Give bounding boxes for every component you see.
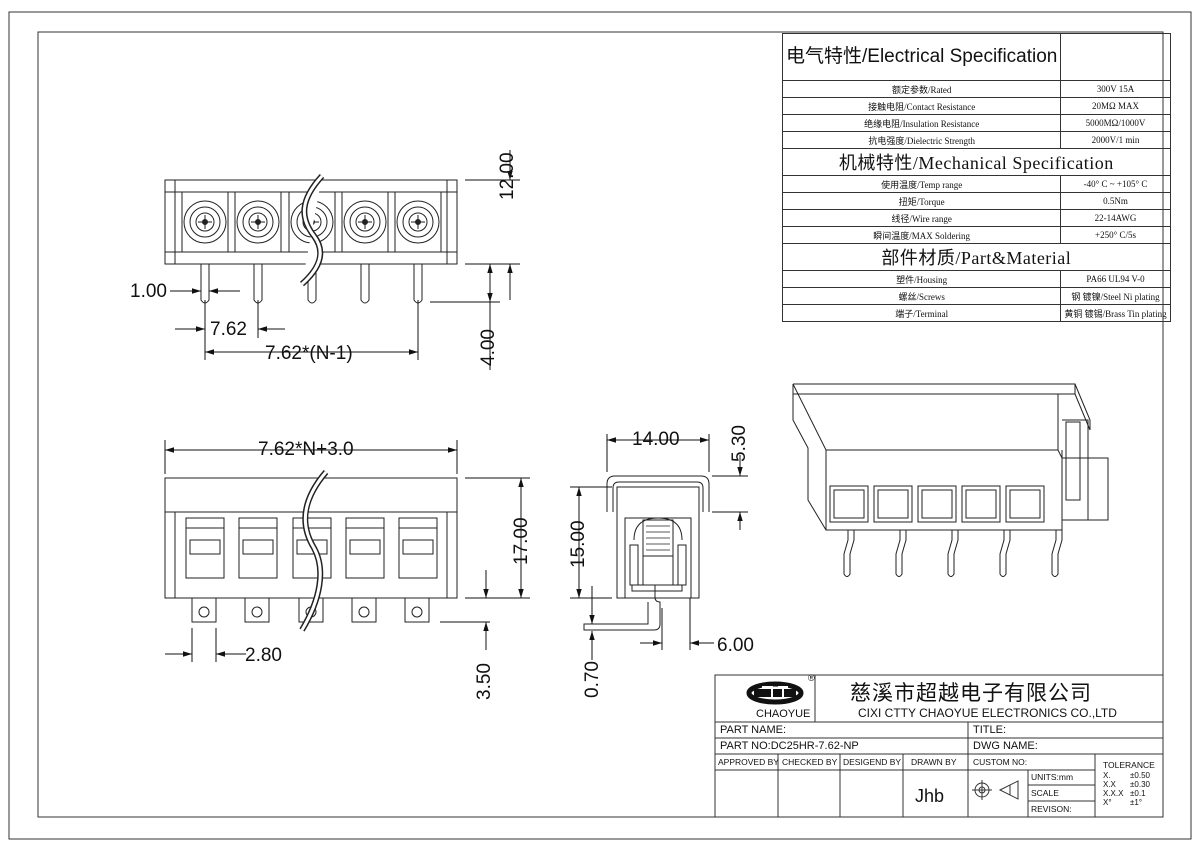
top-view-dims [170,150,520,370]
spec-label: 瞬间温度/MAX Soldering [781,226,1062,244]
dim-top-height: 12.00 [497,152,518,200]
top-view [164,173,458,304]
dim-lead-thickness: 0.70 [582,661,603,698]
dwg-name-label: DWG NAME: [973,740,1038,752]
outer-border [8,11,1192,840]
spec-label: 扭矩/Torque [781,192,1062,210]
spec-value: 黄铜 镀锡/Brass Tin plating [1060,304,1171,322]
company-name-cn: 慈溪市超越电子有限公司 [850,682,1092,705]
material-spec-title: 部件材质/Part&Material [782,243,1171,271]
spec-value: 钢 镀镍/Steel Ni plating [1060,287,1171,305]
tolerance-key: X° [1103,798,1112,807]
tolerance-key: X. [1103,771,1111,780]
units-label: UNITS:mm [1031,772,1074,782]
company-logo [746,681,804,705]
electrical-spec-title: 电气特性/Electrical Specification [781,33,1062,81]
tolerance-value: ±0.1 [1130,789,1146,798]
scale-label: SCALE [1031,788,1059,798]
front-view [164,470,458,632]
dim-lead-offset: 6.00 [717,635,754,656]
company-name-en: CIXI CTTY CHAOYUE ELECTRONICS CO.,LTD [858,706,1117,720]
tolerance-value: ±0.30 [1130,780,1150,789]
dim-overall-length: 7.62*N+3.0 [258,439,354,460]
tolerance-key: X.X.X [1103,789,1124,798]
spec-value: PA66 UL94 V-0 [1060,270,1171,288]
designed-by-label: DESIGEND BY [843,757,902,767]
tolerance-key: X.X [1103,780,1116,789]
side-view [583,475,710,631]
spec-value: 2000V/1 min [1060,131,1171,149]
dim-tab-width: 2.80 [245,645,282,666]
spec-label: 线径/Wire range [781,209,1062,227]
screw-row [181,191,442,253]
spec-label: 塑件/Housing [781,270,1062,288]
spec-value: -40° C ~ +105° C [1060,175,1171,193]
dim-pitch-total: 7.62*(N-1) [265,343,353,364]
approved-by-label: APPROVED BY [718,757,779,767]
dim-tab-height: 3.50 [474,663,495,700]
spec-value: 20MΩ MAX [1060,97,1171,115]
mechanical-spec-title: 机械特性/Mechanical Specification [782,148,1171,176]
spec-label: 额定参数/Rated [781,80,1062,98]
checked-by-label: CHECKED BY [782,757,838,767]
blank-cell [1060,33,1171,81]
revison-label: REVISON: [1031,804,1072,814]
side-view-dims [570,434,748,660]
spec-label: 使用温度/Temp range [781,175,1062,193]
dim-side-top: 5.30 [729,425,750,462]
pins-3d [843,530,1063,577]
spec-value: 22-14AWG [1060,209,1171,227]
dim-front-height: 17.00 [511,517,532,565]
spec-value: 0.5Nm [1060,192,1171,210]
title-label: TITLE: [973,724,1007,736]
spec-value: 5000MΩ/1000V [1060,114,1171,132]
logo-registered-mark: ® [808,673,815,683]
dim-pitch: 7.62 [210,319,247,340]
dim-side-height: 15.00 [568,520,589,568]
drawn-by-label: DRAWN BY [911,757,957,767]
spec-value: +250° C/5s [1060,226,1171,244]
tolerance-value: ±0.50 [1130,771,1150,780]
spec-label: 接触电阻/Contact Resistance [781,97,1062,115]
isometric-view [792,383,1109,577]
spec-label: 螺丝/Screws [781,287,1062,305]
dim-side-width: 14.00 [632,429,680,450]
tolerance-value: ±1° [1130,798,1143,807]
spec-label: 端子/Terminal [781,304,1062,322]
title-block-lines [714,674,1164,818]
part-number: PART NO:DC25HR-7.62-NP [720,740,859,752]
tolerance-title: TOLERANCE [1103,760,1155,770]
dim-pin-length: 4.00 [478,329,499,366]
pin-tabs [191,598,430,623]
logo-text: CHAOYUE [756,708,811,720]
drawn-by-value: Jhb [915,786,945,806]
front-view-dims [164,440,530,662]
spec-label: 抗电强度/Dielectric Strength [781,131,1062,149]
inner-border [37,31,1164,818]
specification-table: 电气特性/Electrical Specification 额定参数/Rated… [781,33,1171,322]
spec-label: 绝缘电阻/Insulation Resistance [781,114,1062,132]
spec-value: 300V 15A [1060,80,1171,98]
part-name-label: PART NAME: [720,724,787,736]
custom-no-label: CUSTOM NO: [973,757,1028,767]
dim-pin-width: 1.00 [130,281,167,302]
